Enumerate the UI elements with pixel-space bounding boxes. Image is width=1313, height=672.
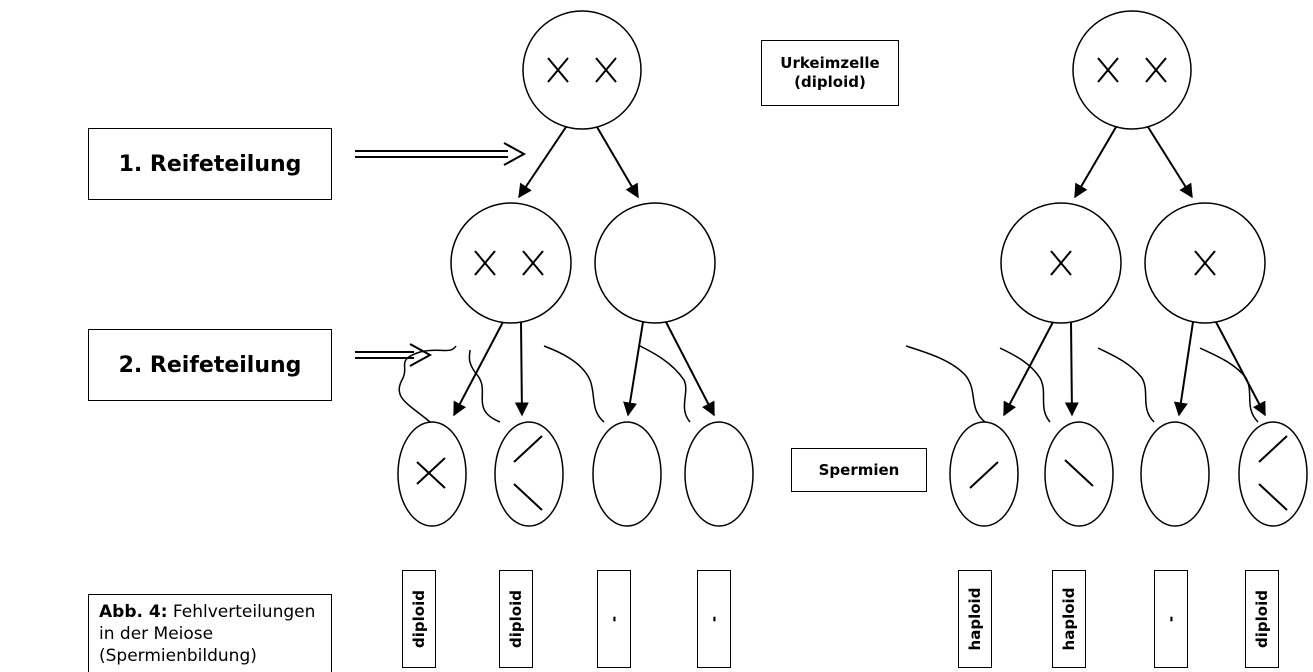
right-arrow-1 bbox=[1074, 126, 1117, 199]
left-parent-cell bbox=[522, 10, 642, 130]
right-sperm-4 bbox=[1238, 421, 1308, 527]
right-daughter-cell-2 bbox=[1144, 202, 1266, 324]
right-ploidy-box-4: diploid bbox=[1245, 570, 1279, 668]
caption-bold: Abb. 4: bbox=[99, 602, 168, 622]
left-arrow-1 bbox=[518, 126, 567, 199]
left-ploidy-1: diploid bbox=[410, 590, 428, 648]
spermien-text: Spermien bbox=[818, 460, 900, 479]
division2-text: 2. Reifeteilung bbox=[118, 352, 302, 378]
right-sperm-1 bbox=[949, 421, 1019, 527]
left-sperm-4 bbox=[684, 421, 754, 527]
caption-text: Fehlverteilungen in der Meiose (Spermien… bbox=[99, 602, 316, 666]
left-arrow-5 bbox=[623, 321, 644, 417]
right-wave-1 bbox=[905, 345, 986, 423]
left-sperm-1 bbox=[397, 421, 467, 527]
left-arrow-2 bbox=[596, 126, 639, 199]
right-ploidy-1: haploid bbox=[966, 587, 984, 651]
division1-text: 1. Reifeteilung bbox=[118, 151, 302, 177]
right-ploidy-box-3: - bbox=[1154, 570, 1188, 668]
left-wave-3 bbox=[543, 345, 605, 423]
right-daughter-2-cross bbox=[1194, 250, 1216, 276]
right-daughter-1-cross bbox=[1050, 250, 1072, 276]
right-parent-cross-a bbox=[1097, 57, 1119, 83]
left-wave-2 bbox=[468, 349, 501, 423]
right-arrow-2 bbox=[1147, 126, 1193, 199]
figure-caption: Abb. 4: Fehlverteilungen in der Meiose (… bbox=[88, 594, 332, 672]
right-wave-3 bbox=[1097, 347, 1155, 423]
urkeimzelle-label: Urkeimzelle (diploid) bbox=[761, 40, 899, 106]
left-arrow-3 bbox=[453, 321, 504, 417]
division2-double-arrow bbox=[355, 343, 433, 367]
right-parent-cell bbox=[1072, 10, 1192, 130]
right-ploidy-2: haploid bbox=[1060, 587, 1078, 651]
left-ploidy-box-1: diploid bbox=[402, 570, 436, 668]
division1-label: 1. Reifeteilung bbox=[88, 128, 332, 200]
right-daughter-cell-1 bbox=[1000, 202, 1122, 324]
left-daughter-cell-1 bbox=[450, 202, 572, 324]
left-daughter-cell-2 bbox=[594, 202, 716, 324]
right-arrow-5 bbox=[1173, 321, 1194, 417]
left-wave-4 bbox=[639, 345, 691, 423]
left-daughter-1-cross-a bbox=[474, 250, 496, 276]
left-ploidy-2: diploid bbox=[507, 590, 525, 648]
right-sperm-3 bbox=[1140, 421, 1210, 527]
right-sperm-2 bbox=[1044, 421, 1114, 527]
left-arrow-4 bbox=[514, 321, 529, 417]
left-parent-cross-b bbox=[595, 57, 617, 83]
left-ploidy-3: - bbox=[605, 615, 623, 623]
left-wave-1 bbox=[398, 345, 457, 423]
left-daughter-1-cross-b bbox=[522, 250, 544, 276]
left-sperm-2 bbox=[494, 421, 564, 527]
right-ploidy-4: diploid bbox=[1253, 590, 1271, 648]
right-ploidy-3: - bbox=[1162, 615, 1180, 623]
right-wave-4 bbox=[1199, 347, 1259, 423]
right-arrow-3 bbox=[1003, 321, 1054, 417]
left-ploidy-box-2: diploid bbox=[499, 570, 533, 668]
right-parent-cross-b bbox=[1145, 57, 1167, 83]
right-ploidy-box-2: haploid bbox=[1052, 570, 1086, 668]
right-wave-2 bbox=[999, 347, 1051, 423]
right-ploidy-box-1: haploid bbox=[958, 570, 992, 668]
right-arrow-4 bbox=[1064, 321, 1079, 417]
left-parent-cross-a bbox=[547, 57, 569, 83]
left-sperm-3 bbox=[592, 421, 662, 527]
urkeimzelle-line2: (diploid) bbox=[794, 73, 866, 91]
urkeimzelle-line1: Urkeimzelle bbox=[780, 54, 880, 72]
left-arrow-6 bbox=[665, 321, 715, 417]
division2-label: 2. Reifeteilung bbox=[88, 329, 332, 401]
right-arrow-6 bbox=[1215, 321, 1266, 417]
left-ploidy-4: - bbox=[705, 615, 723, 623]
spermien-label: Spermien bbox=[791, 448, 927, 492]
division1-double-arrow bbox=[355, 142, 527, 166]
left-ploidy-box-3: - bbox=[597, 570, 631, 668]
left-ploidy-box-4: - bbox=[697, 570, 731, 668]
